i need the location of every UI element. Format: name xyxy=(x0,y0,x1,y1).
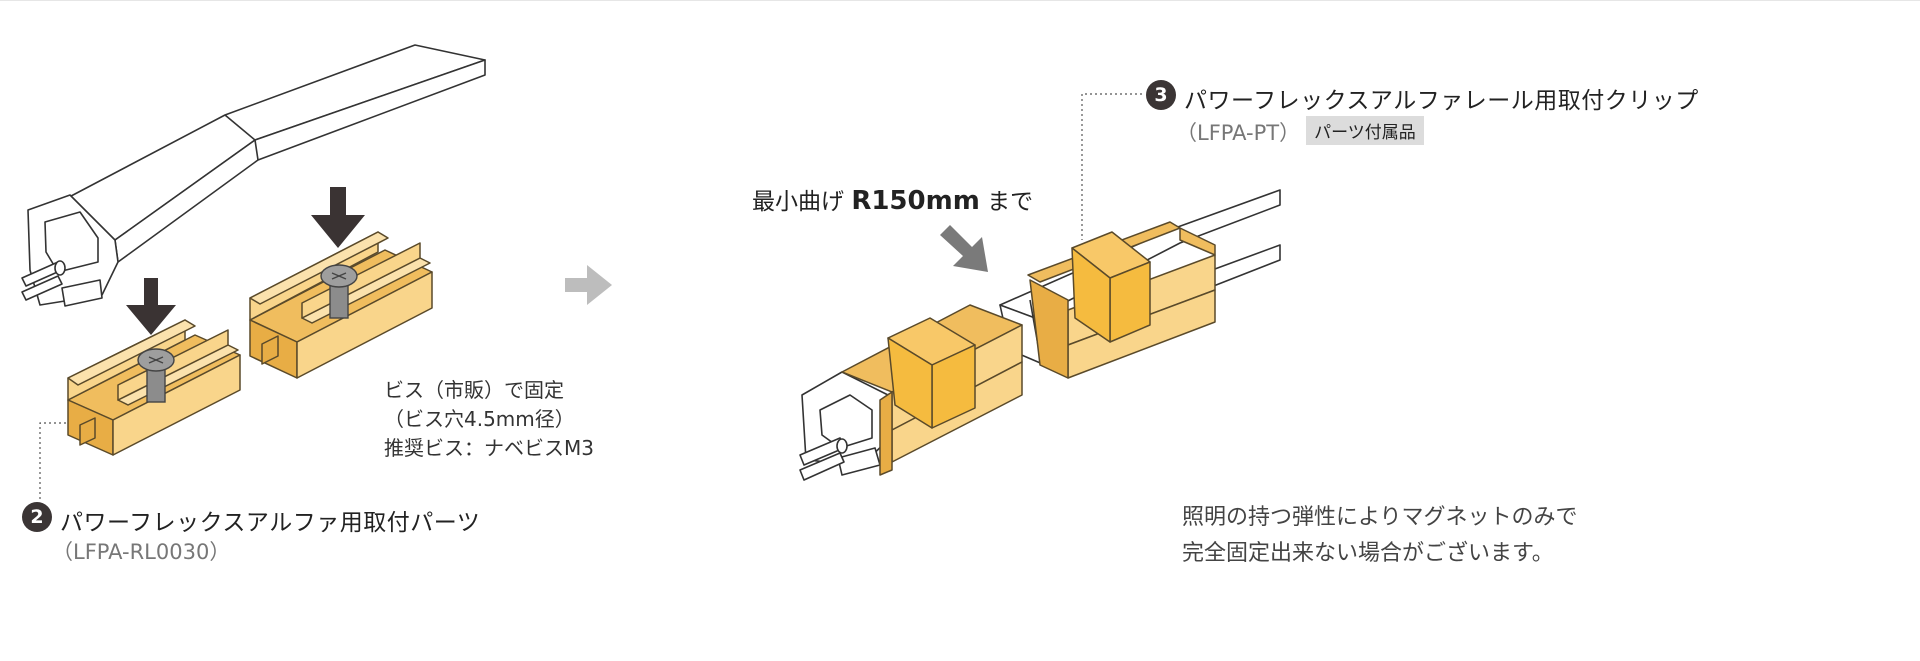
down-arrow-right-icon xyxy=(311,187,365,248)
leader-line-right xyxy=(1081,93,1142,240)
callout-3-code-row: （LFPA-PT）パーツ付属品 xyxy=(1176,116,1424,147)
screw-left xyxy=(137,348,175,403)
right-arrow-icon xyxy=(565,265,612,305)
flex-light-strip-left xyxy=(21,44,486,307)
screw-right xyxy=(320,264,358,319)
diagonal-arrow-icon xyxy=(940,225,988,272)
callout-2-code: （LFPA-RL0030） xyxy=(52,540,231,564)
clip-left xyxy=(887,317,976,429)
callout-3-code: （LFPA-PT） xyxy=(1176,121,1301,145)
magnet-note-line1: 照明の持つ弾性によりマグネットのみで xyxy=(1182,505,1578,530)
magnet-note: 照明の持つ弾性によりマグネットのみで 完全固定出来ない場合がございます。 xyxy=(1182,500,1578,572)
callout-2-title: パワーフレックスアルファ用取付パーツ xyxy=(60,510,481,536)
callout-3-badge: 3 xyxy=(1146,80,1176,110)
accessory-tag: パーツ付属品 xyxy=(1306,116,1424,145)
callout-2-badge: 2 xyxy=(22,502,52,532)
screw-note: ビス（市販）で固定 （ビス穴4.5mm径） 推奨ビス：ナベビスM3 xyxy=(384,376,594,463)
screw-note-line3: 推奨ビス：ナベビスM3 xyxy=(384,436,594,460)
top-divider xyxy=(0,0,1920,1)
screw-note-line2: （ビス穴4.5mm径） xyxy=(384,407,575,431)
screw-note-line1: ビス（市販）で固定 xyxy=(384,378,564,402)
clip-right xyxy=(1071,231,1151,343)
bend-note: 最小曲げ R150mm まで xyxy=(752,182,1033,216)
leader-line-left xyxy=(39,422,66,500)
mounting-part-left xyxy=(67,319,241,456)
magnet-note-line2: 完全固定出来ない場合がございます。 xyxy=(1182,541,1554,566)
bend-note-suffix: まで xyxy=(979,189,1034,215)
callout-3-title: パワーフレックスアルファレール用取付クリップ xyxy=(1184,88,1699,114)
down-arrow-left-icon xyxy=(126,278,176,335)
bend-note-prefix: 最小曲げ xyxy=(752,189,852,215)
bend-note-value: R150mm xyxy=(851,186,980,216)
